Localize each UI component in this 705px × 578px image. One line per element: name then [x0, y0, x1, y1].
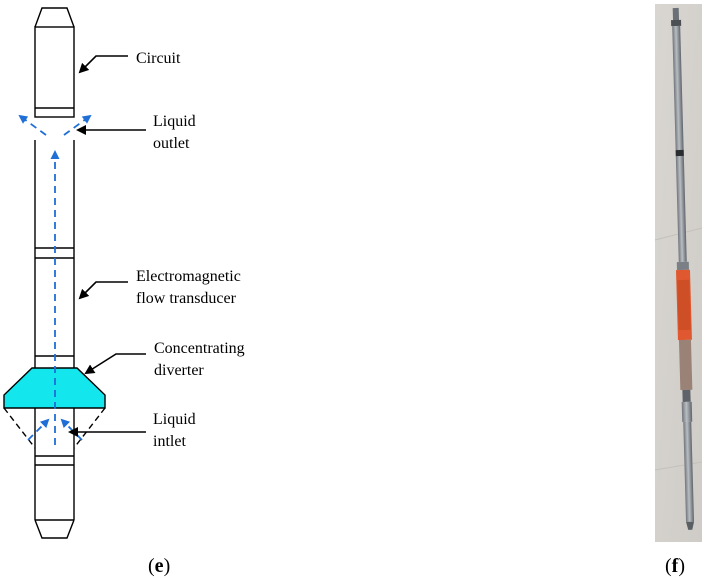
panel-label-f: (f) — [665, 555, 685, 577]
photo-tool-body — [671, 7, 695, 530]
flow-arrow-outlet-left — [18, 114, 47, 136]
top-cap — [34, 7, 75, 28]
leader-arrows — [68, 55, 146, 437]
inlet-cone-dashed — [3, 407, 106, 449]
label-diverter-line2: diverter — [154, 362, 204, 379]
arrow-left-down-icon — [78, 55, 128, 74]
label-liquid-outlet-line1: Liquid — [153, 113, 196, 130]
circuit-housing — [34, 26, 75, 118]
flow-arrow-inlet-left — [27, 418, 50, 441]
flow-arrows — [18, 114, 92, 445]
label-transducer-line2: flow transducer — [136, 290, 237, 307]
bottom-cap — [34, 519, 75, 539]
flow-arrow-inlet-right — [60, 418, 83, 441]
concentrating-diverter — [3, 367, 106, 409]
label-circuit: Circuit — [136, 50, 181, 67]
label-transducer-line1: Electromagnetic — [136, 268, 241, 285]
label-liquid-outlet-line2: outlet — [153, 135, 190, 152]
tool-photo — [654, 4, 703, 542]
schematic-tool — [3, 7, 106, 539]
label-diverter-line1: Concentrating — [154, 340, 245, 357]
label-liquid-inlet-line2: intlet — [153, 433, 186, 450]
arrow-left-down-icon — [84, 353, 146, 375]
arrow-left-down-icon — [78, 281, 128, 300]
flow-arrow-outlet-right — [63, 114, 92, 136]
label-liquid-inlet-line1: Liquid — [153, 411, 196, 428]
panel-label-e: (e) — [148, 555, 170, 577]
